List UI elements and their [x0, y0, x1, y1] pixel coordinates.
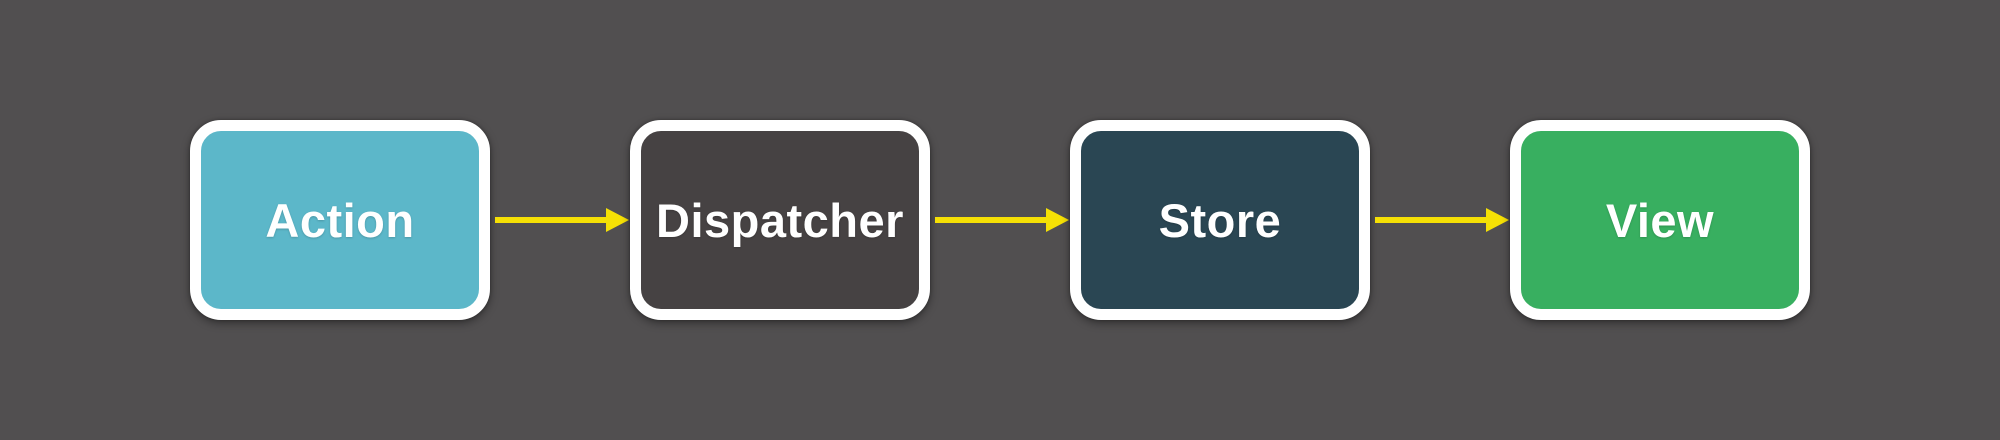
- node-action: Action: [190, 120, 490, 320]
- node-store: Store: [1070, 120, 1370, 320]
- arrow-right-icon: [930, 196, 1070, 244]
- node-store-label: Store: [1158, 193, 1282, 247]
- node-action-label: Action: [265, 193, 415, 247]
- arrow-right-icon: [490, 196, 630, 244]
- node-dispatcher-label: Dispatcher: [656, 193, 904, 247]
- node-view-label: View: [1605, 193, 1715, 247]
- node-dispatcher: Dispatcher: [630, 120, 930, 320]
- arrow-right-icon: [1370, 196, 1510, 244]
- node-view: View: [1510, 120, 1810, 320]
